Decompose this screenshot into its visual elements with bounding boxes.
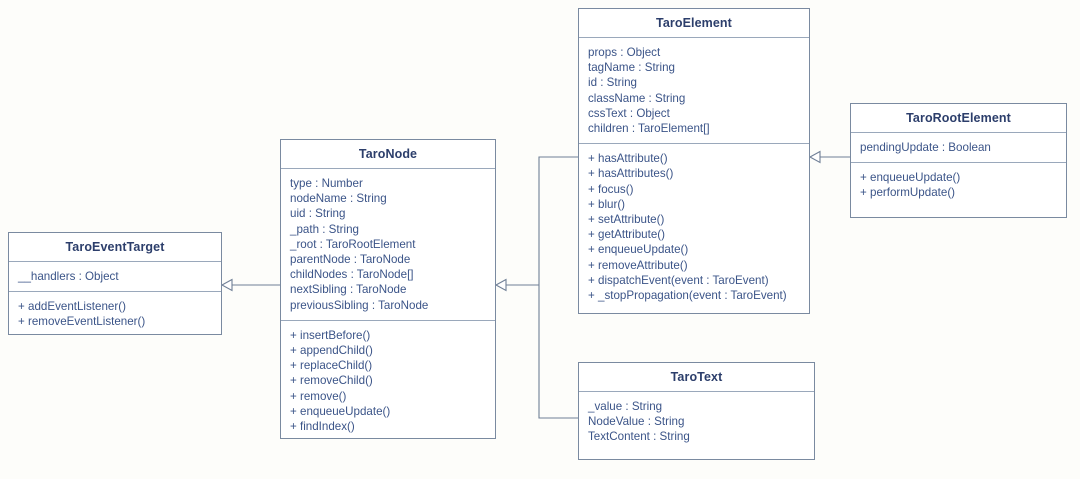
attribute-row: TextContent : String — [588, 430, 690, 444]
operation-row: + removeChild() — [290, 374, 373, 388]
operation-row: + hasAttributes() — [588, 167, 674, 181]
attribute-row: cssText : Object — [588, 106, 670, 120]
attribute-row: _path : String — [290, 222, 359, 236]
attribute-row: children : TaroElement[] — [588, 122, 710, 136]
generalization-taronode-to-taroeventtarget — [220, 278, 280, 292]
attribute-row: childNodes : TaroNode[] — [290, 268, 414, 282]
class-title-taro-node: TaroNode — [281, 140, 495, 169]
attribute-row: tagName : String — [588, 61, 675, 75]
class-title-taro-root-element: TaroRootElement — [851, 104, 1066, 133]
class-title-taro-event-target: TaroEventTarget — [9, 233, 221, 262]
attribute-row: className : String — [588, 91, 686, 105]
operation-row: + enqueueUpdate() — [588, 243, 689, 257]
attribute-row: id : String — [588, 76, 637, 90]
attribute-row: props : Object — [588, 46, 661, 59]
generalization-to-taronode — [494, 156, 578, 419]
attribute-row: _root : TaroRootElement — [290, 237, 416, 251]
class-title-taro-element: TaroElement — [579, 9, 809, 38]
operation-row: + removeEventListener() — [18, 315, 146, 329]
operation-row: + removeAttribute() — [588, 258, 688, 272]
operation-row: + appendChild() — [290, 344, 373, 358]
operation-row: + findIndex() — [290, 420, 355, 434]
operation-row: + replaceChild() — [290, 359, 373, 373]
attribute-row: uid : String — [290, 207, 346, 221]
operation-row: + remove() — [290, 389, 347, 403]
class-attributes-taro-node: type : Number nodeName : String uid : St… — [281, 169, 495, 321]
class-operations-taro-root-element: + enqueueUpdate() + performUpdate() — [851, 163, 1066, 217]
operation-row: + dispatchEvent(event : TaroEvent) — [588, 273, 769, 287]
operation-row: + performUpdate() — [860, 186, 956, 200]
class-attributes-taro-root-element: pendingUpdate : Boolean — [851, 133, 1066, 164]
attribute-row: type : Number — [290, 177, 363, 190]
generalization-taroroot-to-taroelement — [808, 150, 850, 164]
attribute-row: previousSibling : TaroNode — [290, 298, 429, 312]
class-attributes-taro-text: _value : String NodeValue : String TextC… — [579, 392, 814, 452]
class-operations-taro-node: + insertBefore() + appendChild() + repla… — [281, 321, 495, 441]
class-box-taro-root-element[interactable]: TaroRootElement pendingUpdate : Boolean … — [850, 103, 1067, 218]
attribute-row: _value : String — [588, 400, 663, 413]
operation-row: + enqueueUpdate() — [860, 171, 961, 185]
operation-row: + _stopPropagation(event : TaroEvent) — [588, 289, 787, 303]
operation-row: + hasAttribute() — [588, 152, 668, 166]
operation-row: + focus() — [588, 182, 634, 196]
attribute-row: __handlers : Object — [18, 270, 119, 283]
operation-row: + addEventListener() — [18, 300, 126, 314]
attribute-row: pendingUpdate : Boolean — [860, 141, 991, 154]
operation-row: + setAttribute() — [588, 213, 665, 227]
operation-row: + getAttribute() — [588, 228, 666, 242]
class-box-taro-event-target[interactable]: TaroEventTarget __handlers : Object + ad… — [8, 232, 222, 335]
operation-row: + insertBefore() — [290, 328, 371, 342]
operation-row: + blur() — [588, 197, 626, 211]
class-attributes-taro-event-target: __handlers : Object — [9, 262, 221, 293]
operation-row: + enqueueUpdate() — [290, 404, 391, 418]
attribute-row: NodeValue : String — [588, 415, 685, 429]
class-box-taro-node[interactable]: TaroNode type : Number nodeName : String… — [280, 139, 496, 439]
class-operations-taro-element: + hasAttribute() + hasAttributes() + foc… — [579, 144, 809, 313]
attribute-row: parentNode : TaroNode — [290, 253, 411, 267]
class-title-taro-text: TaroText — [579, 363, 814, 392]
class-box-taro-text[interactable]: TaroText _value : String NodeValue : Str… — [578, 362, 815, 460]
class-box-taro-element[interactable]: TaroElement props : Object tagName : Str… — [578, 8, 810, 314]
class-operations-taro-event-target: + addEventListener() + removeEventListen… — [9, 292, 221, 336]
attribute-row: nodeName : String — [290, 192, 387, 206]
attribute-row: nextSibling : TaroNode — [290, 283, 407, 297]
class-attributes-taro-element: props : Object tagName : String id : Str… — [579, 38, 809, 145]
